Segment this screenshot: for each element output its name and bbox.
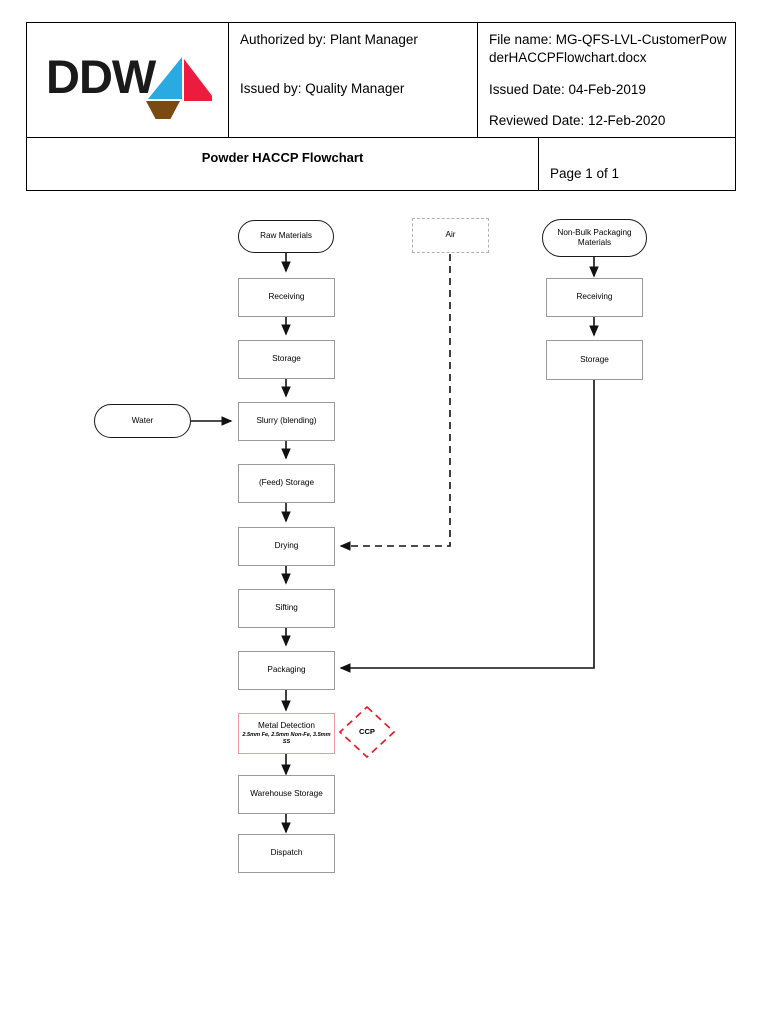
node-metal-detection[interactable]: Metal Detection 2.5mm Fe, 2.5mm Non-Fe, … bbox=[238, 713, 335, 754]
node-packaging-label: Packaging bbox=[267, 665, 306, 675]
node-receiving-left[interactable]: Receiving bbox=[238, 278, 335, 317]
ddw-logo: DDW bbox=[46, 50, 212, 120]
node-drying[interactable]: Drying bbox=[238, 527, 335, 566]
page-number-label: Page 1 of 1 bbox=[550, 166, 620, 182]
page-title: Powder HACCP Flowchart bbox=[27, 138, 539, 191]
node-feed-storage[interactable]: (Feed) Storage bbox=[238, 464, 335, 503]
reviewed-date-text: Reviewed Date: 12-Feb-2020 bbox=[489, 112, 666, 128]
node-sifting-label: Sifting bbox=[275, 603, 298, 613]
node-receiving-right[interactable]: Receiving bbox=[546, 278, 643, 317]
issued-date-text: Issued Date: 04-Feb-2019 bbox=[489, 82, 646, 98]
node-air[interactable]: Air bbox=[412, 218, 489, 253]
node-dispatch-label: Dispatch bbox=[270, 848, 303, 858]
node-storage-right-label: Storage bbox=[580, 354, 609, 364]
node-metal-detection-spec: 2.5mm Fe, 2.5mm Non-Fe, 3.5mm SS bbox=[242, 731, 331, 746]
node-feed-storage-label: (Feed) Storage bbox=[258, 478, 315, 488]
header-top-row: DDW Authorized by: Plant Manager Issued … bbox=[27, 23, 735, 139]
ccp-label[interactable]: CCP bbox=[340, 707, 394, 757]
node-non-bulk-packaging-label: Non-Bulk Packaging Materials bbox=[557, 227, 632, 247]
node-water-label: Water bbox=[131, 415, 154, 425]
node-air-label: Air bbox=[445, 230, 456, 240]
node-slurry-label: Slurry (blending) bbox=[256, 416, 317, 426]
node-drying-label: Drying bbox=[274, 541, 299, 551]
edge-air-to-drying bbox=[339, 254, 451, 551]
node-receiving-right-label: Receiving bbox=[576, 292, 613, 302]
node-raw-materials-label: Raw Materials bbox=[260, 231, 312, 241]
node-warehouse-storage-label: Warehouse Storage bbox=[250, 789, 323, 799]
authorized-by-text: Authorized by: Plant Manager bbox=[240, 32, 418, 47]
logo-cell: DDW bbox=[27, 23, 229, 138]
document-header-table: DDW Authorized by: Plant Manager Issued … bbox=[26, 22, 736, 192]
node-receiving-left-label: Receiving bbox=[268, 292, 305, 302]
node-dispatch[interactable]: Dispatch bbox=[238, 834, 335, 873]
svg-text:DDW: DDW bbox=[46, 50, 157, 103]
authorization-cell: Authorized by: Plant Manager Issued by: … bbox=[229, 23, 478, 138]
node-water[interactable]: Water bbox=[94, 404, 191, 438]
node-storage-right[interactable]: Storage bbox=[546, 340, 643, 380]
node-packaging[interactable]: Packaging bbox=[238, 651, 335, 690]
node-sifting[interactable]: Sifting bbox=[238, 589, 335, 628]
node-raw-materials[interactable]: Raw Materials bbox=[238, 220, 334, 253]
ccp-label-text: CCP bbox=[358, 727, 376, 737]
node-storage-left-label: Storage bbox=[272, 354, 301, 364]
node-metal-detection-label: Metal Detection bbox=[258, 720, 315, 730]
file-info-cell: File name: MG-QFS-LVL-CustomerPowderHACC… bbox=[478, 23, 735, 137]
node-non-bulk-packaging[interactable]: Non-Bulk Packaging Materials bbox=[542, 219, 647, 257]
header-bottom-row: Powder HACCP Flowchart Page 1 of 1 bbox=[27, 138, 735, 191]
edge-storageright-to-packaging bbox=[339, 380, 595, 673]
node-slurry[interactable]: Slurry (blending) bbox=[238, 402, 335, 441]
file-name-text: File name: MG-QFS-LVL-CustomerPowderHACC… bbox=[489, 32, 727, 65]
node-storage-left[interactable]: Storage bbox=[238, 340, 335, 379]
issued-by-text: Issued by: Quality Manager bbox=[240, 80, 405, 96]
node-warehouse-storage[interactable]: Warehouse Storage bbox=[238, 775, 335, 814]
